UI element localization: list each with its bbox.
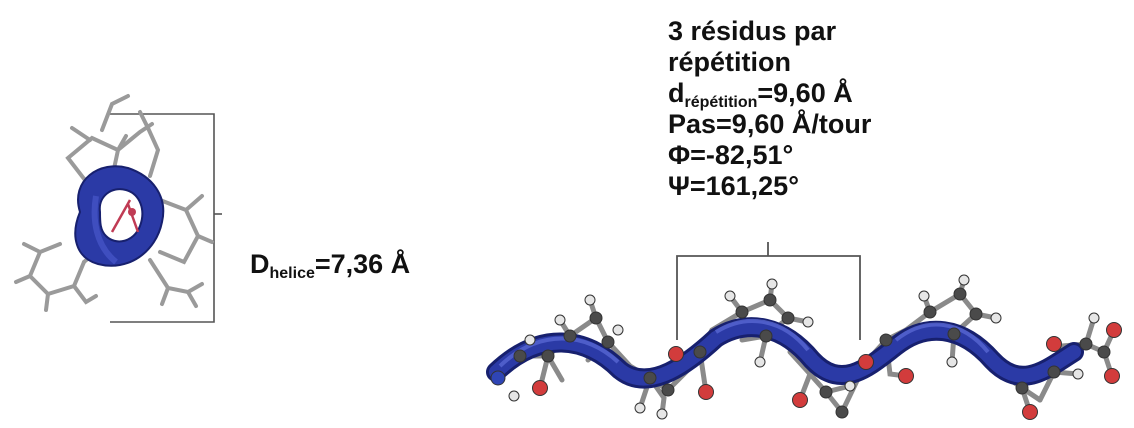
repeat-distance-value: =9,60 Å [757,78,853,108]
repeat-bracket [676,242,861,340]
psi-angle: Ψ=161,25° [668,171,799,201]
repeat-distance: drépétition=9,60 Å [668,78,871,111]
side-view [486,274,1122,420]
residues-line-1: 3 résidus par [668,16,837,46]
phi-angle: Φ=-82,51° [668,140,794,170]
repeat-distance-subscript: répétition [684,94,758,111]
axial-view [14,94,222,323]
helix-diameter-subscript: helice [269,265,315,282]
helix-parameters: 3 résidus par répétition drépétition=9,6… [668,16,871,202]
repeat-distance-symbol: d [668,78,685,108]
axial-bracket [110,113,215,323]
helix-diameter-symbol: D [250,249,270,279]
axial-sticks [14,94,214,312]
axial-ribbon [74,165,165,267]
side-atoms [490,274,1122,420]
side-ribbon [486,317,1084,389]
helix-diameter: Dhelice=7,36 Å [250,249,410,289]
residues-line-2: répétition [668,47,792,77]
helix-diameter-value: =7,36 Å [314,249,411,279]
pitch-value: Pas=9,60 Å/tour [668,109,872,139]
